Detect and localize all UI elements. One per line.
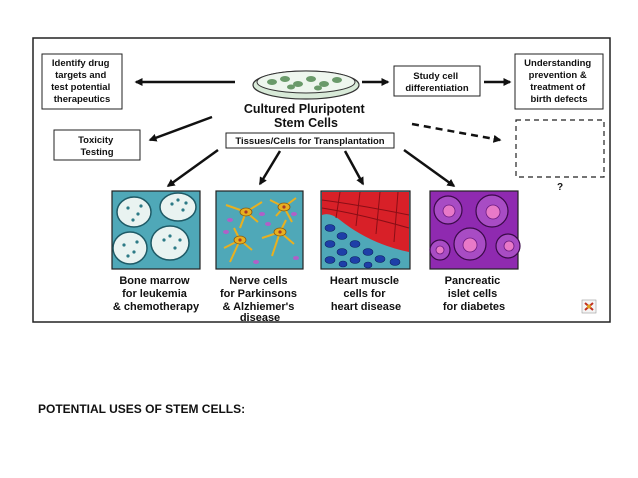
arrow-to-heart [343,150,365,186]
bone-marrow-caption: Bone marrow for leukemia & chemotherapy [113,275,200,313]
understanding-text: Understanding prevention & treatment of … [524,58,594,105]
page-title: POTENTIAL USES OF STEM CELLS: [38,402,246,416]
toxicity-text: Toxicity Testing [78,135,116,158]
heart-muscle-panel [320,190,411,270]
identify-drug-text: Identify drug targets and test potential… [51,58,113,105]
arrow-to-pancreas [403,148,456,188]
question-mark: ? [557,182,563,193]
arrow-to-toxicity [148,115,213,142]
tissues-label: Tissues/Cells for Transplantation [235,136,384,147]
petri-dish-icon [252,70,360,100]
arrow-dashed-unknown [411,122,502,143]
bone-marrow-panel [111,190,201,270]
arrows [134,78,512,188]
study-text: Study cell differentiation [405,71,469,94]
nerve-cells-panel [215,190,304,270]
islet-cells-caption: Pancreatic islet cells for diabetes [443,275,505,313]
arrow-to-bone [166,148,219,188]
understanding-box [514,53,604,110]
corner-logo-icon [581,299,597,314]
heart-muscle-caption: Heart muscle cells for heart disease [330,275,402,313]
toxicity-box [53,129,141,161]
unknown-dashed-box [515,119,605,178]
study-box [393,65,481,97]
tissues-label-box [225,132,395,149]
center-title: Cultured Pluripotent Stem Cells [244,102,368,130]
arrow-to-nerve [258,150,282,186]
islet-cells-panel [429,190,521,270]
identify-drug-box [41,53,123,110]
nerve-cells-caption: Nerve cells for Parkinsons & Alzhiemer's… [220,275,300,324]
